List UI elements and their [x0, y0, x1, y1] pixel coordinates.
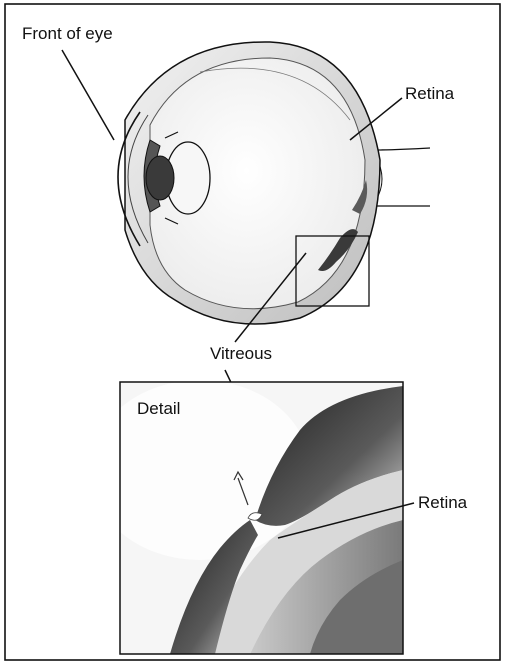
- label-retina: Retina: [405, 85, 454, 102]
- label-vitreous: Vitreous: [210, 345, 272, 362]
- label-detail: Detail: [137, 400, 180, 417]
- leader-front-of-eye: [62, 50, 114, 140]
- label-front-of-eye: Front of eye: [22, 25, 113, 42]
- label-retina-detail: Retina: [418, 494, 467, 511]
- detail-inset: [90, 380, 403, 654]
- eye-cross-section: [118, 42, 430, 324]
